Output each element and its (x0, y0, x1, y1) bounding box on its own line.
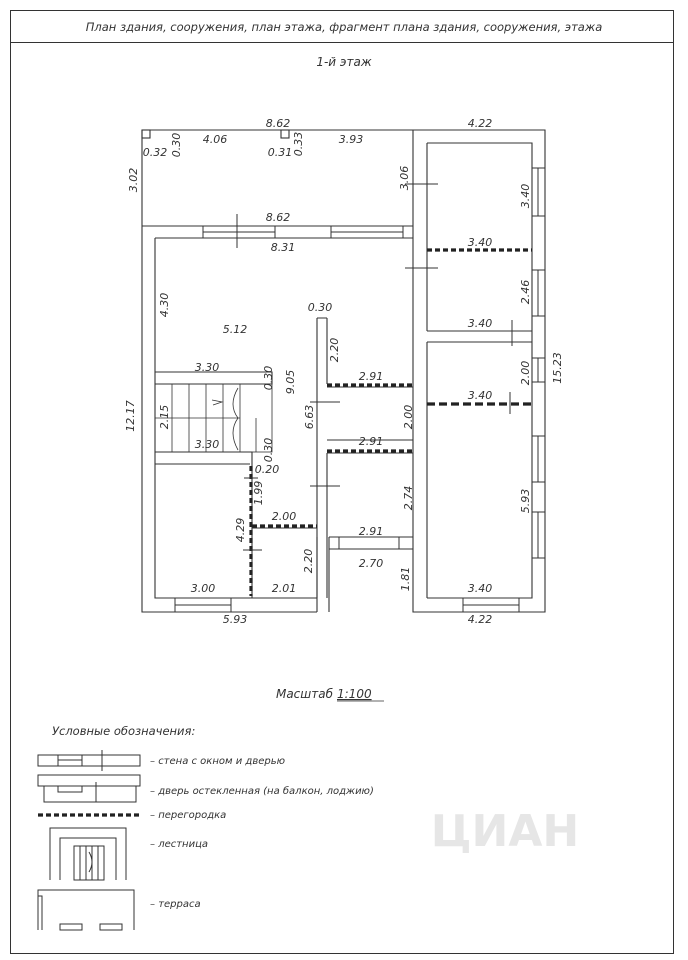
legend-label-glazed-door: – дверь остекленная (на балкон, лоджию) (150, 785, 374, 797)
dim-label: 3.40 (519, 184, 532, 209)
dim-label: 2.15 (158, 405, 171, 430)
drawing-sheet (10, 10, 674, 954)
dim-label: 6.63 (303, 405, 316, 430)
legend-symbol-terrace (37, 889, 135, 931)
dim-label: 0.30 (262, 366, 275, 391)
legend-label-wall: – стена с окном и дверью (150, 756, 285, 767)
legend-label-partition: – перегородка (150, 810, 226, 821)
scale-value: 1:100 (337, 687, 372, 701)
legend-symbol-glazed-door (37, 774, 141, 803)
dim-label: 0.33 (292, 132, 305, 157)
windows (174, 167, 546, 613)
dim-label: 3.06 (398, 166, 411, 191)
legend-symbol-staircase (49, 827, 127, 881)
dim-label: 3.00 (191, 582, 216, 595)
dim-label: 5.93 (223, 613, 248, 626)
dim-label: 3.02 (127, 168, 140, 193)
dim-label: 0.20 (255, 463, 280, 476)
dim-label: 2.74 (402, 486, 415, 511)
floor-title: 1-й этаж (316, 55, 372, 69)
header-divider (10, 42, 674, 43)
watermark-text: ЦИАН (431, 806, 580, 857)
dim-label: 5.93 (519, 489, 532, 514)
dim-label: 3.40 (468, 236, 493, 249)
dim-label: 4.29 (234, 518, 247, 543)
dim-label: 8.62 (266, 211, 291, 224)
dim-label: 15.23 (551, 352, 564, 384)
dim-label: 2.20 (328, 338, 341, 363)
dim-label: 4.30 (158, 293, 171, 318)
dim-label: 2.00 (402, 405, 415, 430)
door-ticks (236, 183, 513, 551)
dim-label: 3.40 (468, 317, 493, 330)
dim-label: 0.31 (268, 146, 293, 159)
dim-label: 2.01 (272, 582, 297, 595)
dim-label: 5.12 (223, 323, 248, 336)
dim-label: 2.00 (519, 361, 532, 386)
dim-label: 2.91 (359, 370, 384, 383)
legend-label-staircase: – лестница (150, 839, 208, 850)
staircase (154, 383, 273, 453)
scale-label: Масштаб (276, 687, 334, 701)
dim-label: 0.30 (262, 438, 275, 463)
dim-label: 3.30 (195, 438, 220, 451)
dim-label: 3.30 (195, 361, 220, 374)
dim-label: 0.30 (170, 133, 183, 158)
dimension-labels: 8.62 4.06 3.93 0.32 0.30 0.31 0.33 3.02 … (124, 117, 564, 626)
dim-label: 2.91 (359, 435, 384, 448)
dim-label: 8.31 (271, 241, 296, 254)
dim-label: 12.17 (124, 400, 137, 432)
dim-label: 2.70 (359, 557, 384, 570)
sheet-title: План здания, сооружения, план этажа, фра… (86, 20, 603, 34)
dim-label: 9.05 (284, 370, 297, 395)
dim-label: 0.30 (308, 301, 333, 314)
dim-label: 2.20 (302, 549, 315, 574)
dim-label: 2.00 (272, 510, 297, 523)
legend-title: Условные обозначения: (52, 724, 195, 738)
dim-label: 1.99 (252, 481, 265, 506)
dim-label: 4.06 (203, 133, 228, 146)
legend-symbol-wall (37, 750, 141, 771)
dim-label: 3.40 (468, 582, 493, 595)
dim-label: 2.46 (519, 280, 532, 305)
dim-label: 2.91 (359, 525, 384, 538)
dim-label: 3.40 (468, 389, 493, 402)
dim-label: 3.93 (339, 133, 364, 146)
dim-label: 1.81 (399, 567, 412, 592)
partition-lines (249, 248, 532, 596)
dim-label: 4.22 (468, 117, 493, 130)
dim-label: 4.22 (468, 613, 493, 626)
legend-label-terrace: – терраса (150, 899, 201, 910)
dim-label: 0.32 (143, 146, 168, 159)
dim-label: 8.62 (266, 117, 291, 130)
